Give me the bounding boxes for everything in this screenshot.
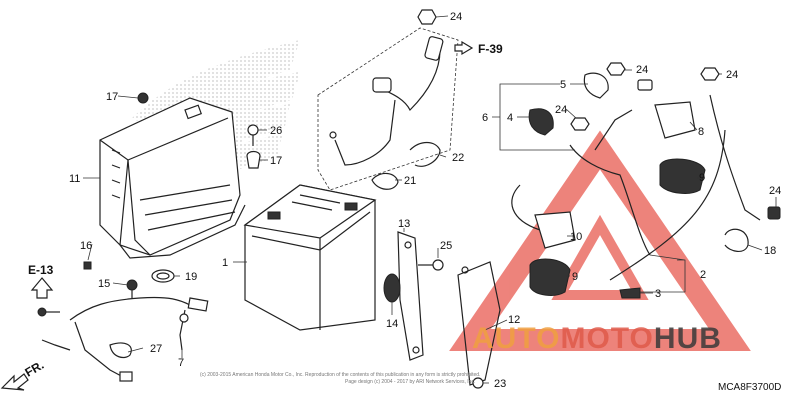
stay-13[interactable] [397, 231, 424, 361]
callout-22: 22 [452, 152, 464, 164]
clamp-21[interactable] [371, 172, 399, 190]
callout-labels: 1 2 3 4 5 6 7 8 9 9 10 11 12 13 14 15 16… [69, 11, 781, 390]
callout-13: 13 [398, 218, 410, 230]
callout-24-mid: 24 [636, 64, 648, 76]
callout-1: 1 [222, 257, 228, 269]
watermark-text: AUTOMOTOHUB [472, 322, 722, 355]
callout-24-right: 24 [726, 69, 738, 81]
copyright-line-1: (c) 2003-2015 American Honda Motor Co., … [200, 372, 480, 378]
front-arrow [0, 373, 29, 391]
cap-5[interactable] [583, 72, 609, 99]
callout-14: 14 [386, 318, 398, 330]
callout-17-grommet: 17 [270, 155, 282, 167]
relay-8[interactable] [637, 79, 696, 139]
ref-arrow-e13 [30, 277, 54, 299]
diagram-code: MCA8F3700D [718, 382, 781, 393]
callout-26: 26 [270, 125, 282, 137]
relay-cover-9-lower[interactable] [529, 258, 571, 296]
stay-12[interactable] [457, 261, 501, 386]
watermark-triangle [449, 130, 751, 351]
nut-24-mid[interactable] [606, 62, 626, 76]
clip-19[interactable] [151, 269, 175, 283]
callout-24-top: 24 [450, 11, 462, 23]
callout-15: 15 [98, 278, 110, 290]
nut-24-relay[interactable] [570, 117, 590, 131]
callout-27: 27 [150, 343, 162, 355]
leader-lines [83, 15, 777, 384]
grommet-17[interactable] [246, 150, 261, 169]
callout-19: 19 [185, 271, 197, 283]
harness-22[interactable] [409, 141, 441, 167]
ground-cable-27[interactable] [41, 321, 133, 382]
callout-25: 25 [440, 240, 452, 252]
battery[interactable] [243, 184, 377, 331]
callout-24-relay: 24 [555, 104, 567, 116]
nut-24-far[interactable] [767, 206, 781, 220]
callout-23: 23 [494, 378, 506, 390]
callout-7: 7 [178, 357, 184, 369]
nut-16[interactable] [83, 261, 92, 270]
callout-8: 8 [698, 126, 704, 138]
callout-24-far: 24 [769, 185, 781, 197]
callout-17-top: 17 [106, 91, 118, 103]
svg-text:AUTOMOTOHUB: AUTOMOTOHUB [472, 322, 722, 355]
relay-cover-9-upper[interactable] [659, 158, 706, 194]
cap-4[interactable] [528, 108, 554, 136]
starter-relay-harness[interactable] [511, 94, 761, 281]
callout-12: 12 [508, 314, 520, 326]
bolt-25[interactable] [418, 259, 444, 271]
ref-f39: F-39 [478, 42, 503, 56]
callout-11: 11 [69, 173, 80, 185]
clamp-18[interactable] [724, 228, 749, 252]
battery-case[interactable] [99, 97, 246, 259]
callout-9-lower: 9 [572, 271, 578, 283]
callout-6: 6 [482, 112, 488, 124]
ref-e13: E-13 [28, 263, 54, 277]
callout-10: 10 [570, 231, 582, 243]
bolt-15[interactable] [126, 279, 138, 298]
relay-10[interactable] [534, 211, 576, 249]
nut-24-right[interactable] [700, 67, 720, 81]
callout-21: 21 [404, 175, 416, 187]
callout-5: 5 [560, 79, 566, 91]
ref-arrow-f39 [454, 40, 474, 56]
bolt-3[interactable] [619, 287, 641, 299]
bolt-e13[interactable] [37, 307, 60, 317]
callout-16: 16 [80, 240, 92, 252]
starter-cable-group[interactable] [317, 27, 459, 191]
nut-24-top[interactable] [417, 9, 437, 25]
callout-3: 3 [655, 288, 661, 300]
copyright-line-2: Page design (c) 2004 - 2017 by ARI Netwo… [345, 379, 475, 385]
callout-9-upper: 9 [699, 172, 705, 184]
callout-2: 2 [700, 269, 706, 281]
callout-18: 18 [764, 245, 776, 257]
callout-4: 4 [507, 112, 513, 124]
grommet-14[interactable] [383, 273, 401, 303]
bolt-17-top[interactable] [137, 92, 149, 104]
battery-cable-7[interactable] [69, 296, 209, 351]
